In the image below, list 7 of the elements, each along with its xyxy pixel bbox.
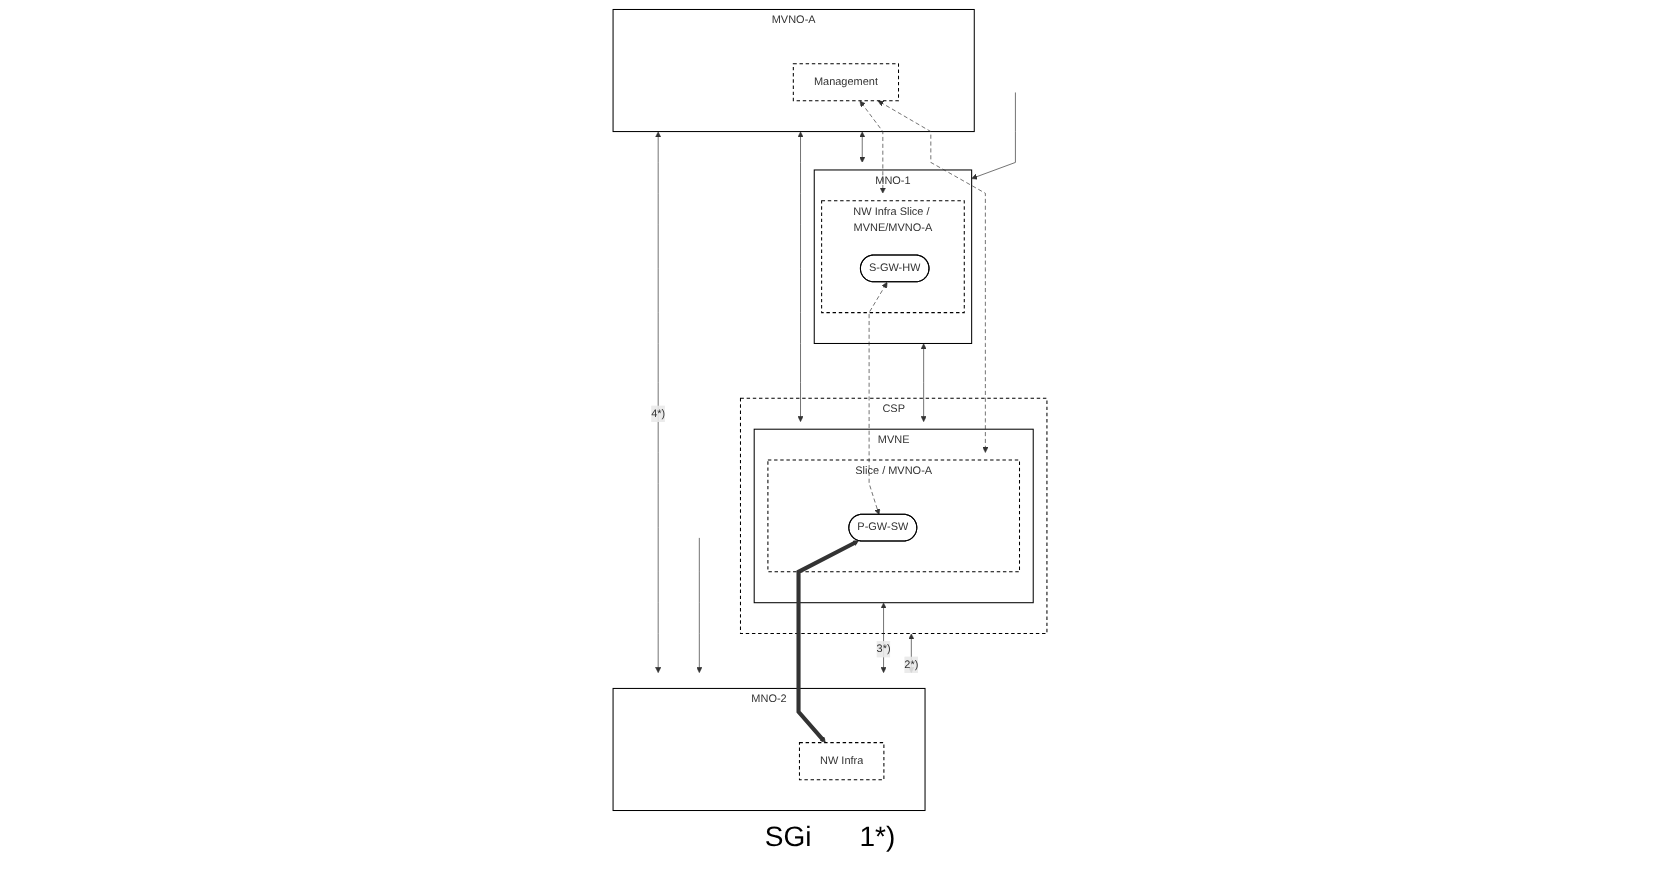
note-label: SGi [764, 820, 812, 852]
note-label: 1*) [859, 820, 896, 852]
arrow [797, 131, 804, 422]
arrow [920, 343, 927, 422]
arrow [859, 131, 866, 163]
arrow [859, 100, 886, 194]
arrow [796, 540, 859, 743]
